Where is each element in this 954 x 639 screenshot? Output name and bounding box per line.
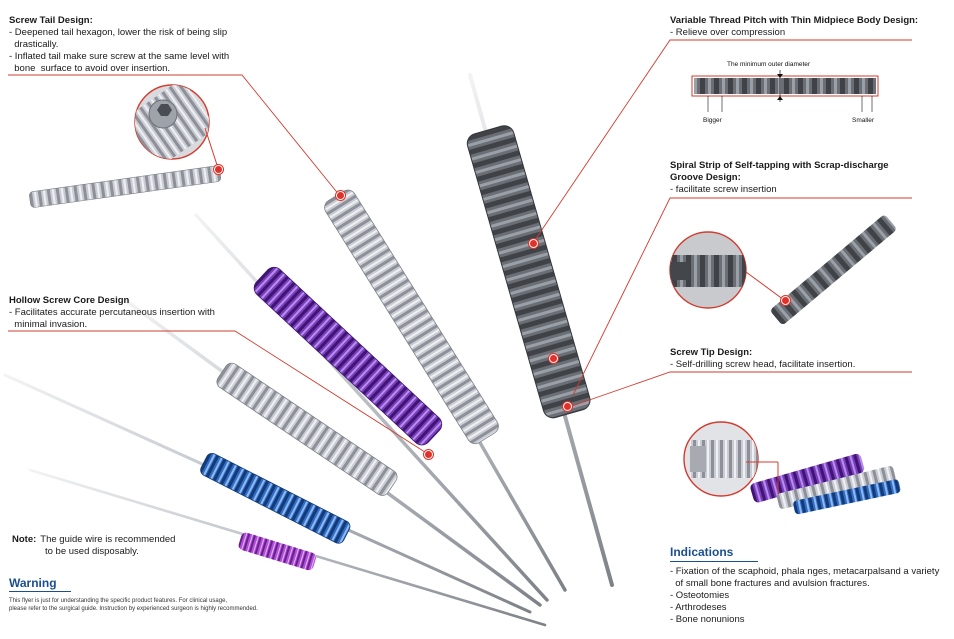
callout-dot-tail — [214, 165, 223, 174]
warning-line: This flyer is just for understanding the… — [9, 598, 228, 604]
warning-body: This flyer is just for understanding the… — [9, 597, 309, 613]
indication-item: - Arthrodeses — [670, 602, 727, 613]
warning-line: please refer to the surgical guide. Inst… — [9, 606, 258, 612]
callout-dot-midpiece — [549, 354, 558, 363]
dark-variable-pitch-screw — [466, 125, 591, 419]
indications-list: - Fixation of the scaphoid, phala nges, … — [670, 566, 954, 626]
callout-dot-purple — [424, 450, 433, 459]
tail-line: drastically. — [9, 39, 59, 50]
spiral-design-block: Spiral Strip of Self-tapping with Scrap-… — [670, 160, 950, 196]
callout-dot-tip — [563, 402, 572, 411]
pitch-right-label: Smaller — [852, 117, 875, 124]
blue-screw — [200, 452, 351, 544]
pitch-design-block: Variable Thread Pitch with Thin Midpiece… — [670, 15, 950, 39]
indications-title: Indications — [670, 545, 734, 559]
pitch-heading: Variable Thread Pitch with Thin Midpiece… — [670, 15, 919, 26]
tail-heading: Screw Tail Design: — [9, 15, 93, 26]
warning-underline — [9, 591, 71, 592]
hollow-heading: Hollow Screw Core Design — [9, 295, 130, 306]
note-line: The guide wire is recommended — [40, 534, 176, 545]
note-line-2: to be used disposably. — [45, 546, 139, 557]
tip-design-block: Screw Tip Design: - Self-drilling screw … — [670, 347, 950, 371]
hollow-design-block: Hollow Screw Core Design - Facilitates a… — [9, 295, 259, 331]
tail-line: bone surface to avoid over insertion. — [9, 63, 171, 74]
callout-dot-silver — [336, 191, 345, 200]
spiral-heading: Spiral Strip of Self-tapping with Scrap-… — [670, 160, 889, 171]
purple-screw — [253, 266, 443, 446]
indication-item: - Osteotomies — [670, 590, 730, 601]
tail-detail-screw — [29, 165, 222, 208]
spiral-line: - facilitate screw insertion — [670, 184, 777, 195]
guide-wire-note: Note:The guide wire is recommended to be… — [12, 534, 175, 558]
magenta-small-screw — [238, 532, 316, 571]
callout-dot-pitch — [529, 239, 538, 248]
tail-magnifier — [134, 84, 219, 169]
indication-item: - Fixation of the scaphoid, phala nges, … — [670, 566, 940, 577]
spiral-heading-2: Groove Design: — [670, 172, 741, 183]
hollow-line: minimal invasion. — [9, 319, 88, 330]
tip-magnifier — [683, 421, 901, 515]
callout-dot-spiral — [781, 296, 790, 305]
tip-heading: Screw Tip Design: — [670, 347, 753, 358]
warning-title: Warning — [9, 576, 57, 590]
note-label: Note: — [12, 534, 37, 545]
spiral-magnifier — [669, 215, 896, 325]
tip-line: - Self-drilling screw head, facilitate i… — [670, 359, 856, 370]
silver-mid-screw — [216, 362, 398, 496]
pitch-diagram — [691, 70, 879, 112]
pitch-left-label: Bigger — [703, 117, 722, 124]
tail-line: - Inflated tail make sure screw at the s… — [9, 51, 230, 62]
indication-item: of small bone fractures and avulsion fra… — [670, 578, 870, 589]
tail-design-block: Screw Tail Design: - Deepened tail hexag… — [9, 15, 269, 75]
pitch-top-label: The minimum outer diameter — [727, 61, 811, 68]
callout-lines — [8, 39, 912, 455]
indications-underline — [670, 561, 758, 562]
hollow-line: - Facilitates accurate percutaneous inse… — [9, 307, 215, 318]
pitch-line: - Relieve over compression — [670, 27, 786, 38]
tail-line: - Deepened tail hexagon, lower the risk … — [9, 27, 228, 38]
indication-item: - Bone nonunions — [670, 614, 745, 625]
